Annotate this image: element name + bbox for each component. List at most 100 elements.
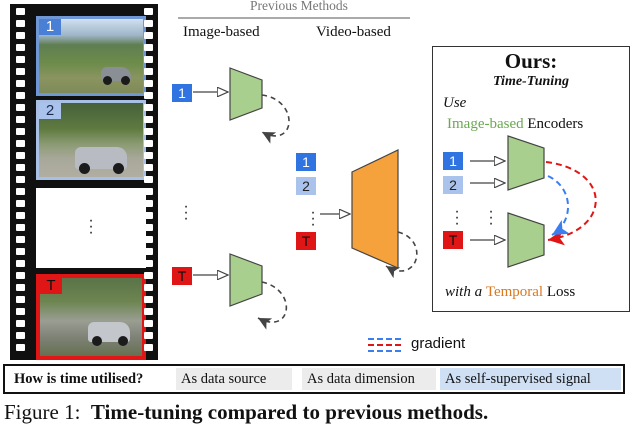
film-sprocket-hole xyxy=(16,32,25,39)
film-sprocket-hole xyxy=(144,104,153,111)
film-sprocket-hole xyxy=(16,212,25,219)
figure-caption: Figure 1: Time-tuning compared to previo… xyxy=(4,400,488,425)
frame-number-T: T xyxy=(40,278,62,294)
film-sprocket-hole xyxy=(144,140,153,147)
dashed-curved-arrow-icon xyxy=(385,231,418,279)
encoders-text: Encoders xyxy=(523,116,584,132)
film-sprocket-hole xyxy=(16,272,25,279)
film-sprocket-hole xyxy=(16,152,25,159)
frame-number-1: 1 xyxy=(39,19,61,35)
ours-subtitle: Time-Tuning xyxy=(493,74,569,89)
film-sprocket-hole xyxy=(144,320,153,327)
film-sprocket-hole xyxy=(144,296,153,303)
film-sprocket-hole xyxy=(16,248,25,255)
film-sprocket-hole xyxy=(16,92,25,99)
encoders-line: Image-based Encoders xyxy=(447,116,583,133)
film-sprocket-hole xyxy=(16,296,25,303)
film-sprocket-hole xyxy=(16,44,25,51)
film-sprocket-hole xyxy=(144,176,153,183)
loss-line: with a Temporal Loss xyxy=(445,284,575,301)
film-sprocket-hole xyxy=(16,236,25,243)
wheel xyxy=(79,163,90,174)
film-sprocket-hole xyxy=(144,116,153,123)
film-sprocket-hole xyxy=(16,188,25,195)
frame-badge-T: T xyxy=(443,231,463,249)
caption-prefix: Figure 1: xyxy=(4,400,81,424)
film-sprocket-hole xyxy=(144,272,153,279)
film-sprocket-hole xyxy=(16,284,25,291)
film-sprocket-hole xyxy=(144,260,153,267)
wheel xyxy=(121,76,130,85)
film-sprocket-hole xyxy=(144,200,153,207)
film-sprocket-hole xyxy=(16,56,25,63)
encoder-trapezoid-icon xyxy=(229,67,263,121)
vertical-ellipsis-icon: ··· xyxy=(310,204,316,233)
frame-badge-1: 1 xyxy=(296,153,316,171)
film-sprocket-hole xyxy=(144,32,153,39)
time-utilisation-bar: How is time utilised? As data source As … xyxy=(3,364,625,394)
film-sprocket-hole xyxy=(144,68,153,75)
frame-badge-T: T xyxy=(172,267,192,285)
video-frame-2: 2 xyxy=(36,100,146,180)
frame-badge-2: 2 xyxy=(296,177,316,195)
previous-methods-label: Previous Methods xyxy=(250,0,348,13)
film-sprocket-hole xyxy=(144,284,153,291)
dashed-curved-arrow-icon xyxy=(547,175,570,236)
wheel xyxy=(103,76,112,85)
film-sprocket-hole xyxy=(16,224,25,231)
film-sprocket-hole xyxy=(144,128,153,135)
film-sprocket-hole xyxy=(144,164,153,171)
vertical-ellipsis-icon: ··· xyxy=(454,203,460,232)
film-sprocket-hole xyxy=(144,20,153,27)
self-supervised-cell: As self-supervised signal xyxy=(440,368,621,390)
film-sprocket-hole xyxy=(144,224,153,231)
film-strip: 1 2 ··· T xyxy=(10,4,158,360)
use-label: Use xyxy=(443,95,467,111)
film-sprocket-hole xyxy=(144,56,153,63)
film-sprocket-hole xyxy=(144,332,153,339)
frame-number-2: 2 xyxy=(39,103,61,119)
film-sprocket-hole xyxy=(16,176,25,183)
frame-badge-2: 2 xyxy=(443,176,463,194)
frame-badge-1: 1 xyxy=(172,84,192,102)
dashed-curved-arrow-icon xyxy=(257,281,288,330)
wheel xyxy=(113,163,124,174)
encoder-trapezoid-icon xyxy=(229,253,263,307)
ours-panel: Ours: Time-Tuning Use Image-based Encode… xyxy=(432,46,630,312)
temporal-highlight: Temporal xyxy=(485,284,544,300)
film-sprocket-hole xyxy=(16,128,25,135)
question-cell: How is time utilised? xyxy=(14,371,144,387)
film-sprocket-hole xyxy=(144,8,153,15)
vertical-ellipsis-icon: ··· xyxy=(488,203,494,232)
data-dimension-cell: As data dimension xyxy=(302,368,436,390)
video-frame-T: T xyxy=(36,274,146,360)
film-sprocket-hole xyxy=(16,68,25,75)
wheel xyxy=(118,336,128,346)
film-sprocket-hole xyxy=(16,332,25,339)
film-sprocket-hole xyxy=(16,308,25,315)
film-sprocket-hole xyxy=(144,80,153,87)
film-sprocket-hole xyxy=(144,236,153,243)
film-sprocket-hole xyxy=(144,344,153,351)
frame-badge-1: 1 xyxy=(443,152,463,170)
film-sprocket-hole xyxy=(16,140,25,147)
film-sprocket-hole xyxy=(16,104,25,111)
image-based-highlight: Image-based xyxy=(447,116,524,132)
film-sprocket-hole xyxy=(16,116,25,123)
video-frame-1: 1 xyxy=(36,16,146,96)
film-sprocket-hole xyxy=(144,308,153,315)
frame-badge-T: T xyxy=(296,232,316,250)
film-sprocket-hole xyxy=(16,344,25,351)
ours-title: Ours: xyxy=(504,49,558,73)
film-sprocket-hole xyxy=(16,20,25,27)
image-based-header: Image-based xyxy=(183,24,260,40)
film-sprocket-hole xyxy=(144,188,153,195)
encoder-trapezoid-icon xyxy=(351,149,399,269)
film-sprocket-hole xyxy=(144,44,153,51)
encoder-trapezoid-icon xyxy=(507,212,545,268)
film-sprocket-hole xyxy=(16,320,25,327)
vertical-ellipsis-icon: ··· xyxy=(88,212,94,241)
film-sprocket-hole xyxy=(16,80,25,87)
gradient-legend-label: gradient xyxy=(411,335,466,352)
